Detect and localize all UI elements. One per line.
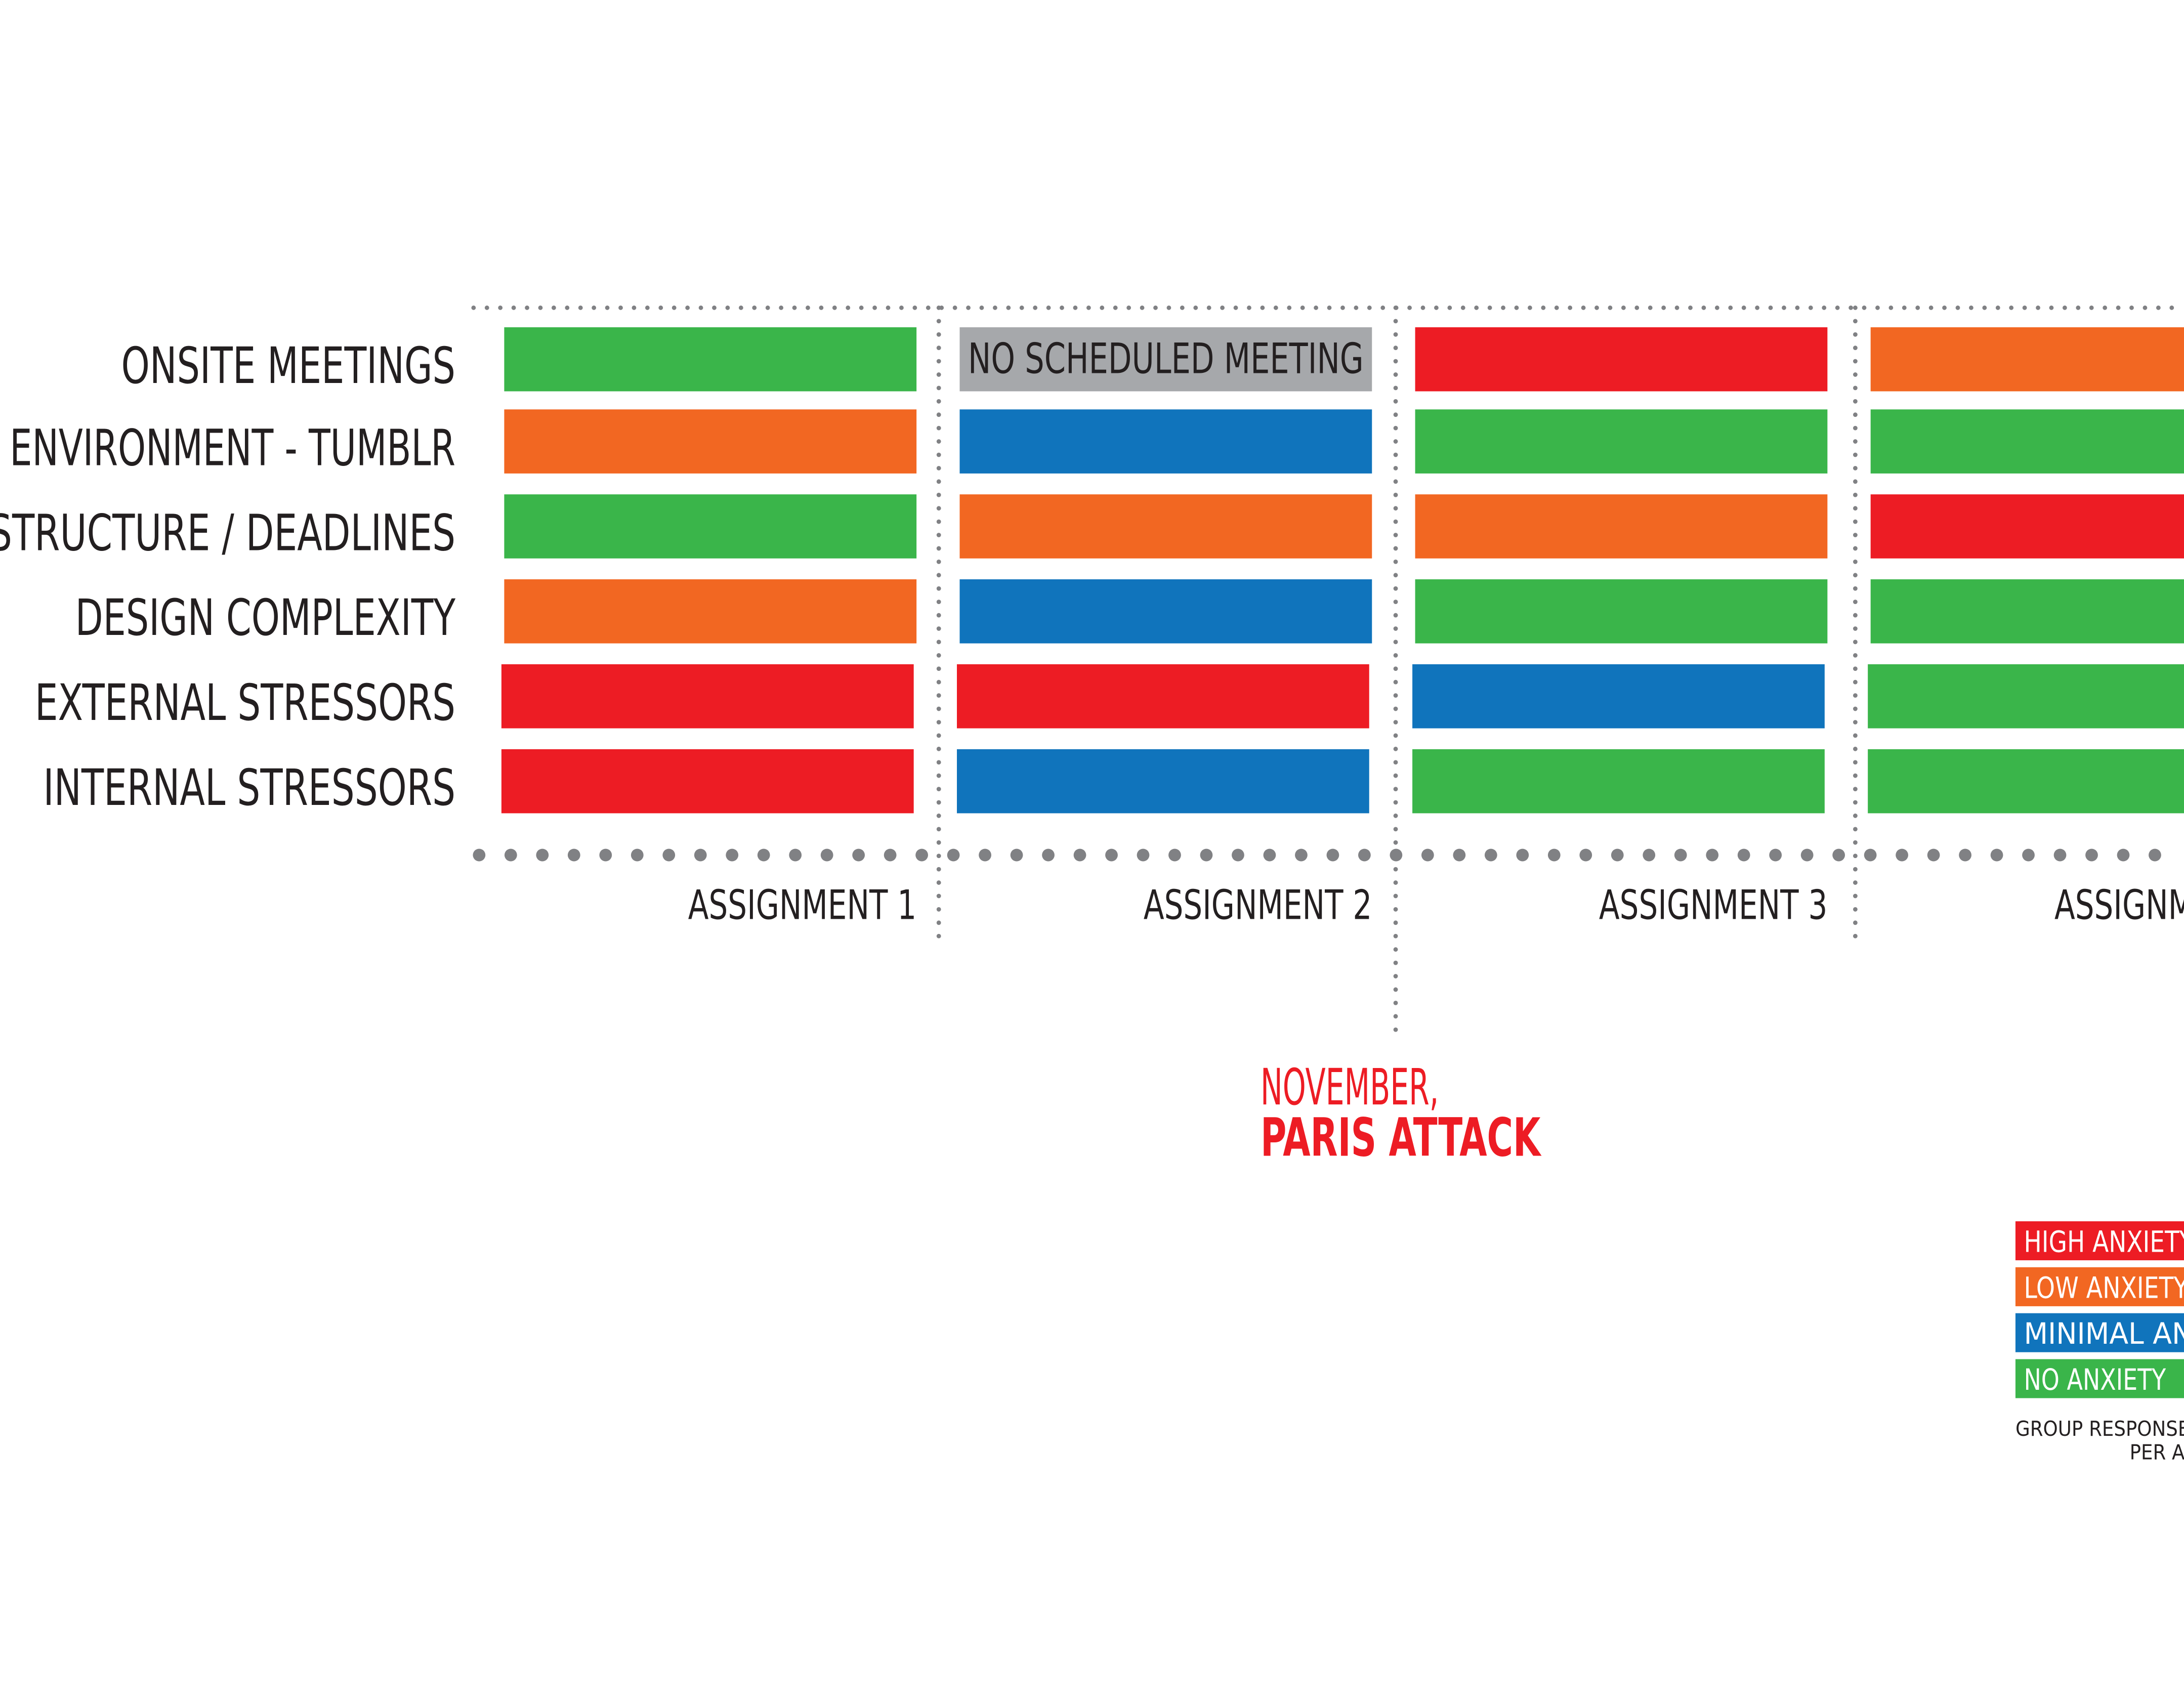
legend-swatch-minimal-anxiety [2015, 1313, 2184, 1352]
legend-label-no-anxiety: NO ANXIETY [2024, 1362, 2166, 1397]
column-label-assignment-1: ASSIGNMENT 1 [688, 882, 916, 929]
row-label-structure-deadlines: STRUCTURE / DEADLINES [0, 504, 455, 562]
cells: NO SCHEDULED MEETING [501, 327, 2184, 814]
cell-internal-stressors-assignment-3 [1412, 749, 1825, 814]
cell-onsite-meetings-assignment-4 [1870, 327, 2184, 392]
legend-swatch-low-anxiety [2015, 1267, 2184, 1306]
labels: ONSITE MEETINGS ENVIRONMENT - TUMBLR STRUC… [0, 337, 2184, 1169]
annotation-date: NOVEMBER, [1261, 1058, 1439, 1117]
cell-environment-tumblr-assignment-2 [959, 409, 1372, 474]
row-label-environment-tumblr: ENVIRONMENT - TUMBLR [10, 419, 455, 477]
cell-design-complexity-assignment-4 [1870, 579, 2184, 644]
cell-structure-deadlines-assignment-3 [1415, 494, 1828, 559]
row-label-internal-stressors: INTERNAL STRESSORS [43, 759, 455, 817]
legend-swatch-high-anxiety [2015, 1221, 2184, 1261]
legend-label-minimal-anxiety: MINIMAL ANXIETY [2024, 1316, 2184, 1351]
cell-external-stressors-assignment-1 [501, 664, 914, 729]
cell-environment-tumblr-assignment-3 [1415, 409, 1828, 474]
row-label-external-stressors: EXTERNAL STRESSORS [35, 674, 455, 732]
column-label-assignment-3: ASSIGNMENT 3 [1599, 882, 1827, 929]
cell-external-stressors-assignment-3 [1412, 664, 1825, 729]
cell-onsite-meetings-assignment-2 [959, 327, 1372, 392]
cell-internal-stressors-assignment-2 [957, 749, 1369, 814]
legend-label-high-anxiety: HIGH ANXIETY [2024, 1225, 2184, 1259]
cell-design-complexity-assignment-3 [1415, 579, 1828, 644]
cell-internal-stressors-assignment-1 [501, 749, 914, 814]
legend-label-low-anxiety: LOW ANXIETY [2024, 1270, 2184, 1305]
cell-environment-tumblr-assignment-4 [1870, 409, 2184, 474]
cell-external-stressors-assignment-4 [1868, 664, 2184, 729]
column-label-assignment-4: ASSIGNMENT 4 [2054, 882, 2184, 929]
cell-environment-tumblr-assignment-1 [504, 409, 917, 474]
cell-structure-deadlines-assignment-2 [959, 494, 1372, 559]
cell-internal-stressors-assignment-4 [1868, 749, 2184, 814]
cell-onsite-meetings-assignment-3 [1415, 327, 1828, 392]
annotation-event: PARIS ATTACK [1261, 1107, 1542, 1169]
cell-design-complexity-assignment-1 [504, 579, 917, 644]
cell-onsite-meetings-assignment-1 [504, 327, 917, 392]
legend-note-line-2: PER ASSIGNMENT [2130, 1440, 2184, 1465]
cell-structure-deadlines-assignment-1 [504, 494, 917, 559]
row-label-onsite-meetings: ONSITE MEETINGS [121, 337, 455, 395]
legend: HIGH ANXIETY LOW ANXIETY MINIMAL ANXIETY NO… [2015, 1221, 2184, 1465]
column-label-assignment-2: ASSIGNMENT 2 [1144, 882, 1372, 929]
cell-design-complexity-assignment-2 [959, 579, 1372, 644]
no-scheduled-meeting-label: NO SCHEDULED MEETING [968, 335, 1364, 383]
row-label-design-complexity: DESIGN COMPLEXITY [75, 589, 456, 647]
legend-swatch-no-anxiety [2015, 1359, 2184, 1398]
legend-note-line-1: GROUP RESPONSE [2015, 1417, 2184, 1441]
cell-external-stressors-assignment-2 [957, 664, 1369, 729]
cell-structure-deadlines-assignment-4 [1870, 494, 2184, 559]
grid-lines [471, 305, 2184, 1040]
